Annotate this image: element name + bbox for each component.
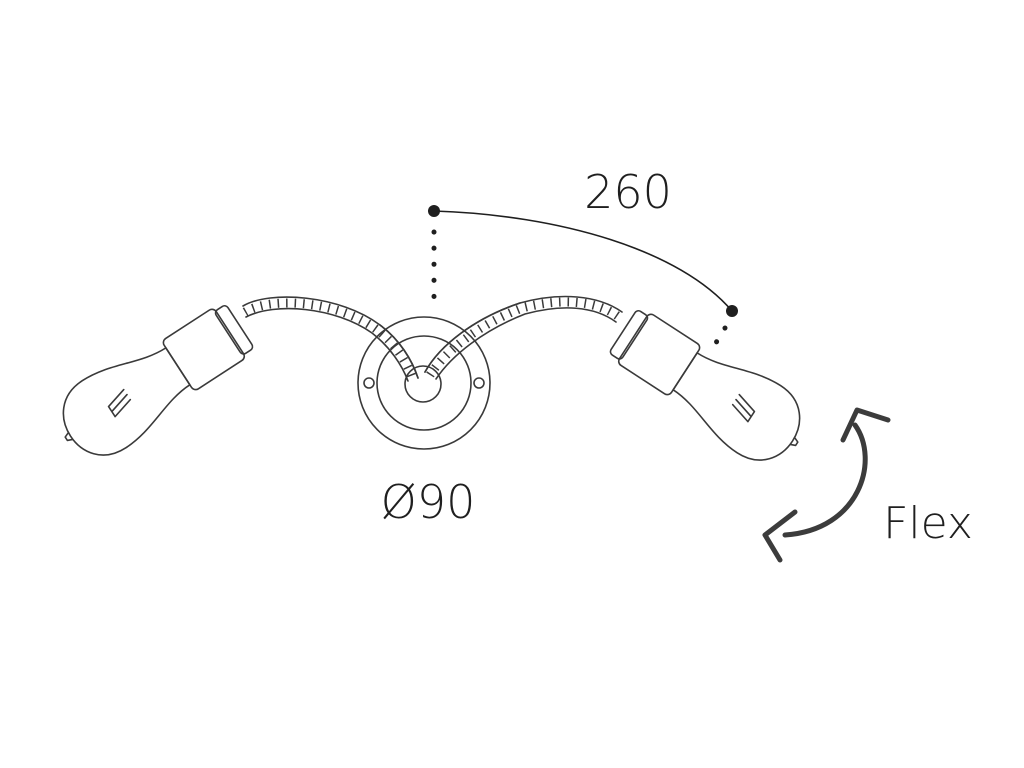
right-socket-collar (609, 309, 649, 360)
arm-length-label: 260 (584, 165, 672, 219)
base-hub (404, 365, 442, 403)
left-lamp (62, 304, 254, 456)
right-bulb-glass (672, 352, 801, 461)
left-bulb-filament (107, 388, 132, 418)
base-screw-hole-right (473, 377, 485, 389)
base-plate-inner-ring (376, 335, 472, 431)
base-arm-right-inner (424, 302, 521, 373)
right-lamp (609, 309, 801, 461)
dimension-endpoint-left (428, 205, 440, 217)
left-flex-arm-inner (245, 307, 409, 382)
left-flex-arm-segments (242, 298, 418, 382)
curved-double-arrow-icon (762, 407, 891, 563)
dimension-dotted-line-right (711, 325, 728, 349)
base-plate-outer-ring (357, 316, 491, 450)
right-flex-arm-inner (435, 307, 617, 380)
right-bulb-tip (789, 436, 799, 447)
left-socket-collar (214, 304, 254, 355)
left-bulb-tip (64, 431, 74, 442)
right-bulb-filament (731, 393, 756, 423)
arm-length-dimension: 260 (428, 165, 738, 349)
left-bulb-glass (62, 347, 191, 456)
left-socket (162, 308, 246, 391)
flex-label: Flex (883, 498, 973, 549)
right-socket (617, 313, 701, 396)
dimension-endpoint-right (726, 305, 738, 317)
right-flex-arm-segments (426, 297, 622, 378)
base-arm-left-inner (379, 324, 419, 379)
dimension-arc (433, 210, 733, 312)
base-screw-hole-left (363, 377, 375, 389)
base-plate (357, 302, 521, 450)
base-diameter-label: Ø90 (381, 475, 476, 529)
